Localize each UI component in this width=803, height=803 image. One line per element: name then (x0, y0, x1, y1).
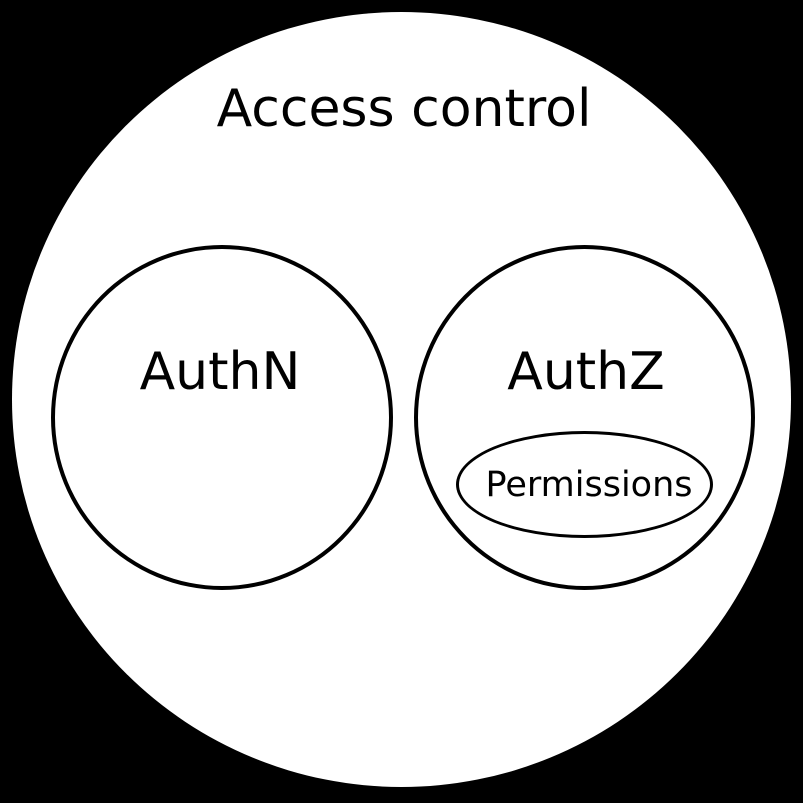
permissions-label: Permissions (485, 465, 693, 505)
authz-label: AuthZ (507, 342, 665, 402)
access-control-label: Access control (216, 79, 592, 139)
authn-set (51, 245, 393, 590)
permissions-set (456, 431, 713, 538)
authn-label: AuthN (139, 342, 301, 402)
authz-set (414, 245, 755, 590)
